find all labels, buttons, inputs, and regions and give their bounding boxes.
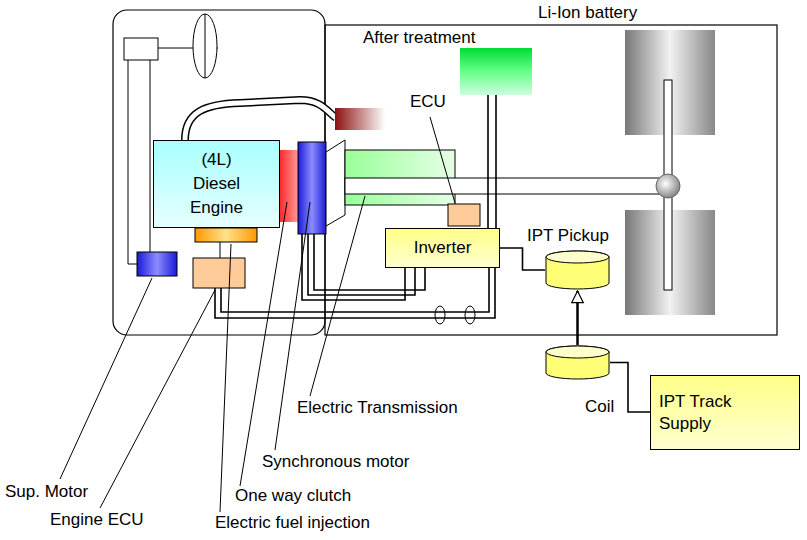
- engine-box: (4L) Diesel Engine: [153, 140, 280, 228]
- engine-compartment: [113, 10, 325, 335]
- battery: [460, 48, 532, 95]
- vehicle-frame: [325, 25, 777, 335]
- fan-blade: [205, 14, 206, 78]
- cylinder-top: [546, 251, 609, 263]
- cylinder-top: [546, 346, 609, 358]
- radiator-block: [124, 38, 158, 60]
- ecu-wire: [220, 242, 221, 258]
- power-cable: [215, 268, 495, 318]
- cylinder-body: [546, 251, 609, 289]
- connector: [610, 363, 650, 413]
- leader-line: [240, 202, 287, 486]
- leader-line: [310, 196, 365, 396]
- exhaust-pipe: [185, 100, 336, 140]
- leader-line: [60, 278, 152, 479]
- node-text: IPT Track Supply: [659, 391, 779, 434]
- track-supply-box: IPT Track Supply: [650, 375, 800, 450]
- cable-clamp: [435, 306, 445, 324]
- node-text: Inverter: [414, 237, 472, 258]
- node-label: IPT Pickup: [527, 226, 609, 246]
- leader-line: [430, 117, 455, 203]
- leader-line: [220, 244, 231, 512]
- cable-clamp: [465, 306, 475, 324]
- differential: [656, 174, 680, 198]
- part-label: Sup. Motor: [5, 482, 88, 502]
- battery-wire: [488, 95, 496, 228]
- transmission-housing: [326, 140, 345, 226]
- leader-line: [100, 290, 215, 508]
- synchronous-motor: [298, 142, 326, 234]
- one-way-clutch: [280, 150, 298, 222]
- part-label: Synchronous motor: [262, 452, 409, 472]
- cylinder-outline: [545, 345, 610, 380]
- sup-motor: [137, 252, 177, 276]
- pickup-cylinder: IPT Pickup: [545, 250, 610, 290]
- fuel-injection: [195, 228, 257, 242]
- connector: [500, 248, 545, 270]
- cylinder-body: [546, 346, 609, 379]
- part-label: After treatment: [363, 28, 475, 48]
- node-text: (4L) Diesel Engine: [182, 148, 252, 219]
- part-label: Engine ECU: [50, 510, 144, 530]
- part-label: One way clutch: [235, 486, 351, 506]
- node-label: Coil: [585, 397, 614, 417]
- engine-ecu: [193, 258, 245, 288]
- drive-shaft: [345, 178, 660, 194]
- ecu-box: [448, 204, 480, 226]
- exhaust-pipe-inner: [185, 100, 336, 140]
- part-label: ECU: [410, 92, 446, 112]
- coil-cylinder: Coil: [545, 345, 610, 380]
- part-label: Electric Transmission: [297, 398, 458, 418]
- fan: [193, 14, 217, 78]
- connector: [576, 291, 579, 345]
- inverter-box: Inverter: [385, 228, 500, 268]
- part-label: Electric fuel injection: [215, 513, 370, 533]
- sup-motor-wire: [128, 60, 150, 264]
- cylinder-outline: [545, 250, 610, 290]
- part-label: Li-Ion battery: [538, 3, 637, 23]
- after-treatment: [335, 108, 385, 130]
